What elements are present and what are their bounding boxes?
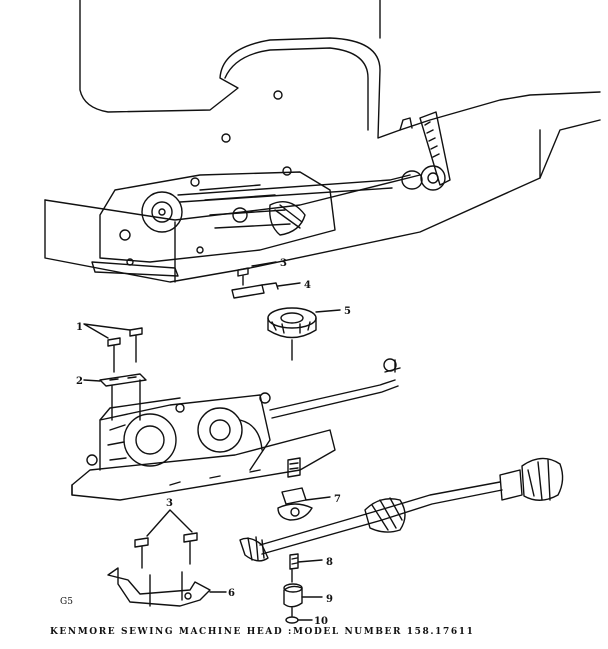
callout-4: 4 (304, 280, 311, 291)
callout-3-bottom: 3 (166, 498, 173, 509)
callout-6: 6 (228, 588, 235, 599)
callout-labels: 3 4 5 1 2 3 7 8 6 9 10 (76, 258, 351, 627)
callout-3-top: 3 (280, 258, 287, 269)
callout-1: 1 (76, 322, 83, 333)
callout-10: 10 (314, 616, 328, 627)
lower-assembly (71, 323, 564, 624)
callout-2: 2 (76, 376, 83, 387)
callout-5: 5 (344, 306, 351, 317)
callout-8: 8 (326, 557, 333, 568)
upper-small-parts (231, 261, 341, 361)
machine-head-body (44, 0, 601, 283)
figure-code: G5 (60, 597, 73, 607)
callout-7: 7 (334, 494, 341, 505)
diagram-caption: KENMORE SEWING MACHINE HEAD :MODEL NUMBE… (50, 627, 475, 637)
callout-9: 9 (326, 594, 333, 605)
